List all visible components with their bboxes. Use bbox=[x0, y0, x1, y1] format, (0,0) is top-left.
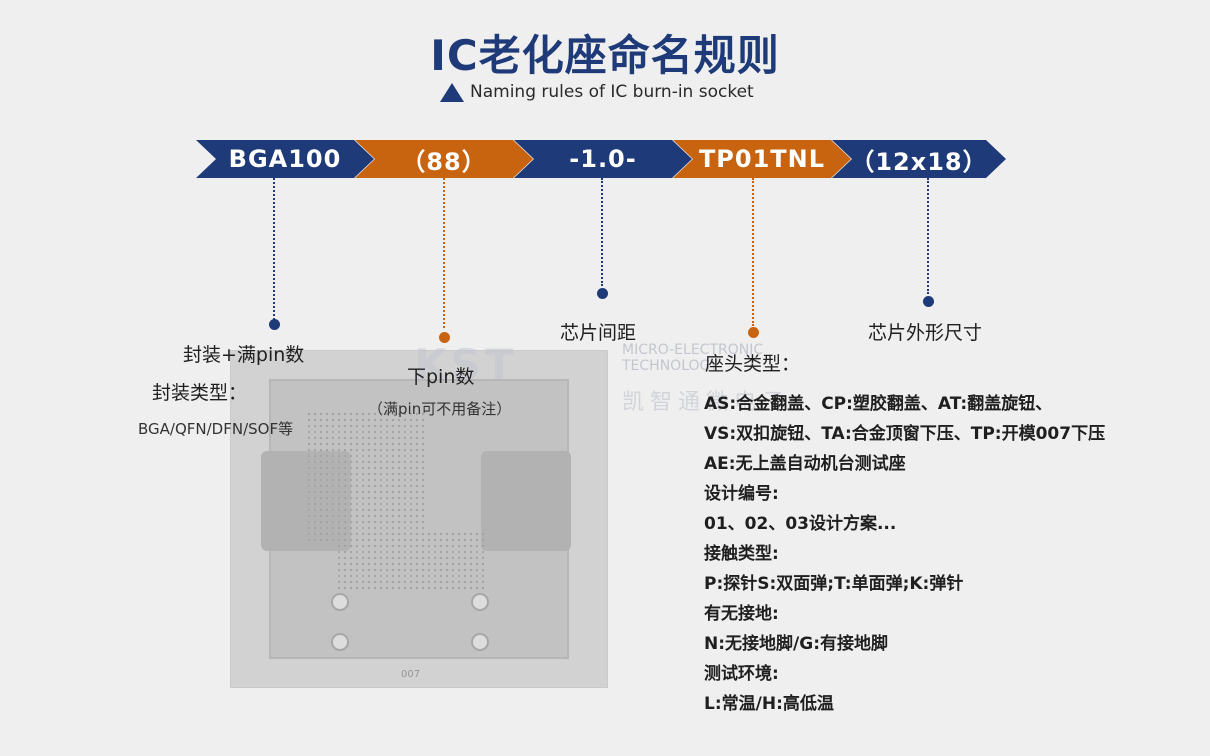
rule-line: AS:合金翻盖、CP:塑胶翻盖、AT:翻盖旋钮、 bbox=[704, 389, 1105, 419]
rule-line: VS:双扣旋钮、TA:合金顶窗下压、TP:开模007下压 bbox=[704, 419, 1105, 449]
rule-line: AE:无上盖自动机台测试座 bbox=[704, 449, 1105, 479]
rules-list: AS:合金翻盖、CP:塑胶翻盖、AT:翻盖旋钮、 VS:双扣旋钮、TA:合金顶窗… bbox=[704, 389, 1105, 719]
label-package-examples: BGA/QFN/DFN/SOF等 bbox=[138, 418, 293, 439]
socket-latch-right bbox=[481, 451, 571, 551]
screw-icon bbox=[331, 633, 349, 651]
connector-dot bbox=[748, 327, 759, 338]
connector-dot bbox=[439, 332, 450, 343]
page-title: IC老化座命名规则 bbox=[0, 22, 1210, 83]
connector-dot bbox=[597, 288, 608, 299]
connector-line bbox=[752, 178, 754, 326]
connector-line bbox=[927, 178, 929, 294]
socket-mark: 007 bbox=[401, 669, 420, 680]
label-package-type: 封装类型： bbox=[152, 378, 247, 405]
label-lower-pin-note: （满pin可不用备注） bbox=[368, 398, 511, 419]
screw-icon bbox=[471, 593, 489, 611]
socket-pin-grid bbox=[306, 411, 426, 541]
label-chip-pitch: 芯片间距 bbox=[560, 318, 636, 345]
screw-icon bbox=[471, 633, 489, 651]
rule-line: 01、02、03设计方案... bbox=[704, 509, 1105, 539]
connector-line bbox=[273, 178, 275, 320]
rule-line: L:常温/H:高低温 bbox=[704, 689, 1105, 719]
triangle-icon bbox=[440, 83, 464, 102]
label-socket-head-type: 座头类型： bbox=[705, 349, 800, 376]
segment-pitch: -1.0- bbox=[514, 140, 692, 178]
segment-socket-code: TP01TNL bbox=[673, 140, 851, 178]
rule-line: 设计编号: bbox=[704, 479, 1105, 509]
rule-line: P:探针S:双面弹;T:单面弹;K:弹针 bbox=[704, 569, 1105, 599]
socket-pin-grid-lower bbox=[336, 531, 486, 591]
rule-line: 有无接地: bbox=[704, 599, 1105, 629]
segment-lower-pin: （88） bbox=[355, 140, 533, 178]
connector-line bbox=[601, 178, 603, 286]
connector-dot bbox=[923, 296, 934, 307]
label-package-pins: 封装+满pin数 bbox=[183, 340, 304, 367]
segment-size: （12x18） bbox=[832, 140, 1006, 178]
screw-icon bbox=[331, 593, 349, 611]
connector-dot bbox=[269, 319, 280, 330]
segment-package: BGA100 bbox=[196, 140, 374, 178]
label-lower-pin: 下pin数 bbox=[407, 362, 474, 389]
page-subtitle: Naming rules of IC burn-in socket bbox=[440, 80, 754, 104]
connector-line bbox=[443, 178, 445, 328]
subtitle-text: Naming rules of IC burn-in socket bbox=[470, 82, 754, 102]
rule-line: 接触类型: bbox=[704, 539, 1105, 569]
label-chip-size: 芯片外形尺寸 bbox=[868, 318, 982, 345]
rule-line: 测试环境: bbox=[704, 659, 1105, 689]
rule-line: N:无接地脚/G:有接地脚 bbox=[704, 629, 1105, 659]
